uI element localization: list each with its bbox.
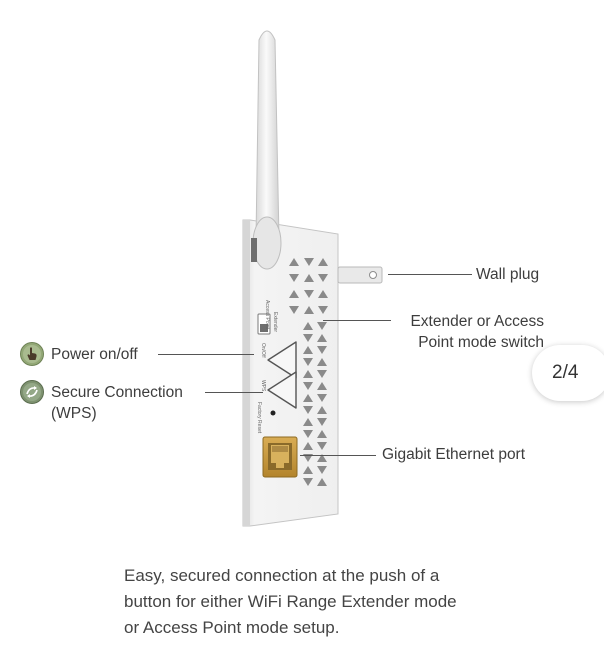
vent-triangle <box>303 322 313 330</box>
vent-triangle <box>304 290 314 298</box>
vent-triangle <box>317 454 327 462</box>
vent-triangle <box>304 274 314 282</box>
caption-line-1: Easy, secured connection at the push of … <box>124 566 440 585</box>
gigabit-port-label: Gigabit Ethernet port <box>382 446 526 463</box>
wps-button[interactable] <box>267 371 297 409</box>
vent-triangle <box>317 334 327 342</box>
vent-triangle <box>317 466 327 474</box>
reset-device-label: Factory Reset <box>256 402 262 434</box>
vent-triangle <box>304 258 314 266</box>
power-button[interactable] <box>267 341 297 379</box>
vent-triangle <box>317 370 327 378</box>
vent-triangle <box>317 346 327 354</box>
page-indicator[interactable]: 2/4 <box>532 345 604 401</box>
mode-switch[interactable] <box>257 313 271 335</box>
gigabit-port-leader <box>300 455 376 456</box>
power-leader <box>158 354 254 355</box>
vent-grid <box>289 258 328 486</box>
vent-triangle <box>303 430 313 438</box>
ethernet-port[interactable] <box>262 436 298 478</box>
mode-switch-leader <box>323 320 391 321</box>
vent-triangle <box>304 306 314 314</box>
vent-triangle <box>303 466 313 474</box>
vent-triangle <box>318 258 328 266</box>
factory-reset-hole[interactable] <box>270 410 276 416</box>
caption-line-2: button for either WiFi Range Extender mo… <box>124 592 457 611</box>
wps-label-line1: Secure Connection <box>51 384 183 401</box>
vent-triangle <box>303 454 313 462</box>
vent-triangle <box>303 370 313 378</box>
vent-triangle <box>303 358 313 366</box>
power-device-label: On/Off <box>260 343 266 358</box>
vent-triangle <box>303 334 313 342</box>
vent-triangle <box>303 418 313 426</box>
wps-label-line2: (WPS) <box>51 405 97 422</box>
mode-switch-label-line1: Extender or Access <box>410 313 544 330</box>
wps-device-label: WPS <box>260 380 266 392</box>
mode-switch-label-line2: Point mode switch <box>418 334 544 351</box>
switch-label-access-point: Access Point <box>264 300 270 330</box>
vent-triangle <box>303 346 313 354</box>
vent-triangle <box>317 442 327 450</box>
vent-triangle <box>317 358 327 366</box>
wall-plug-leader <box>388 274 472 275</box>
vent-triangle <box>289 290 299 298</box>
vent-triangle <box>318 306 328 314</box>
caption: Easy, secured connection at the push of … <box>124 563 544 641</box>
power-label: Power on/off <box>51 346 138 363</box>
vent-triangle <box>303 478 313 486</box>
vent-triangle <box>317 406 327 414</box>
wall-plug-prong <box>337 266 383 284</box>
vent-triangle <box>317 394 327 402</box>
vent-triangle <box>317 430 327 438</box>
vent-triangle <box>289 274 299 282</box>
vent-triangle <box>318 274 328 282</box>
vent-triangle <box>303 394 313 402</box>
vent-triangle <box>303 406 313 414</box>
vent-triangle <box>317 322 327 330</box>
page-indicator-text: 2/4 <box>552 362 579 383</box>
caption-line-3: or Access Point mode setup. <box>124 618 340 637</box>
vent-triangle <box>317 382 327 390</box>
wps-arrows-icon <box>20 380 44 404</box>
switch-label-extender: Extender <box>272 312 278 332</box>
vent-triangle <box>317 478 327 486</box>
vent-triangle <box>303 442 313 450</box>
vent-triangle <box>317 418 327 426</box>
wall-plug-label: Wall plug <box>476 266 540 283</box>
antenna <box>251 30 282 270</box>
vent-triangle <box>289 306 299 314</box>
vent-triangle <box>303 382 313 390</box>
vent-triangle <box>289 258 299 266</box>
wps-leader <box>205 392 263 393</box>
hand-pointer-icon <box>20 342 44 366</box>
vent-triangle <box>318 290 328 298</box>
